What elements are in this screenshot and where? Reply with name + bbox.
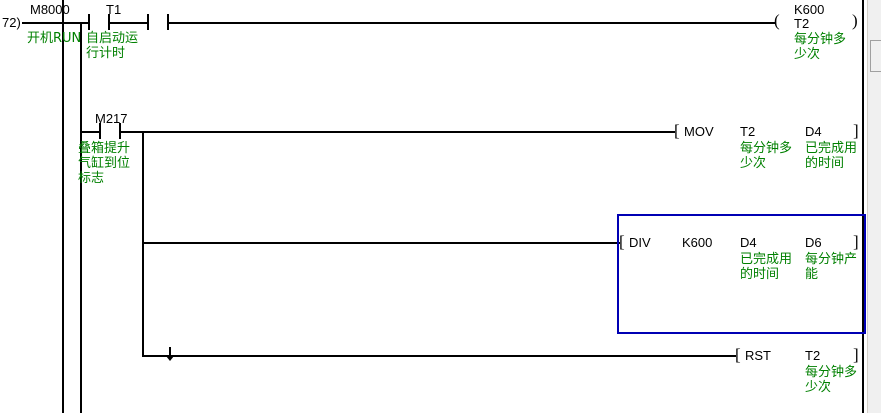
rung1-wire-seg-a [62, 22, 88, 24]
device-label-m8000: M8000 [30, 2, 70, 17]
step-number-label: 72) [2, 15, 21, 30]
device-label-t2-coil: T2 [794, 16, 810, 31]
comment-m217: 叠箱提升 气缸到位 标志 [78, 141, 131, 186]
coil-paren-close: ) [852, 11, 858, 30]
comment-t2-coil: 每分钟多 少次 [794, 32, 847, 62]
comment-mov-source: 每分钟多 少次 [740, 141, 793, 171]
contact-t1[interactable] [147, 14, 169, 30]
arrow-stem [169, 347, 171, 358]
contact-bar-right [167, 14, 169, 30]
comment-mov-dest: 已完成用 的时间 [805, 141, 858, 171]
comment-div-result: 每分钟产 能 [805, 252, 858, 282]
operand-div-divisor[interactable]: D4 [740, 235, 757, 250]
rung2-wire-mov [121, 131, 675, 133]
rung2-left-vertical-bus [80, 22, 82, 413]
contact-bar-left [147, 14, 149, 30]
div-bracket-open: [ [619, 232, 625, 251]
rung1-wire-left [22, 22, 62, 24]
comment-div-divisor: 已完成用 的时间 [740, 252, 793, 282]
insert-cursor-arrow [165, 347, 175, 361]
preset-label-k600: K600 [794, 2, 825, 17]
rst-bracket-open: [ [735, 345, 741, 364]
contact-bar-right [108, 14, 110, 30]
operand-div-result[interactable]: D6 [805, 235, 822, 250]
comment-t1: 自启动运 行计时 [86, 31, 139, 61]
device-label-t1: T1 [106, 2, 122, 17]
operand-mov-dest[interactable]: D4 [805, 124, 822, 139]
operand-div-dividend[interactable]: K600 [682, 235, 713, 250]
rung2-wire-left [80, 131, 99, 133]
comment-m8000: 开机RUN [27, 31, 82, 46]
left-power-rail [62, 0, 64, 413]
mov-bracket-close: ] [853, 121, 859, 140]
right-power-rail [862, 0, 864, 413]
device-label-m217: M217 [95, 111, 128, 126]
selection-rectangle-div[interactable] [617, 214, 866, 334]
arrow-head [166, 356, 174, 361]
vertical-scrollbar-thumb[interactable] [870, 40, 881, 72]
coil-t2[interactable]: ( ) [774, 11, 862, 33]
operand-mov-source[interactable]: T2 [740, 124, 756, 139]
instruction-rst[interactable]: RST [745, 348, 771, 363]
rung2-wire-div [142, 242, 620, 244]
mov-bracket-open: [ [674, 121, 680, 140]
vertical-scrollbar-track[interactable] [867, 0, 881, 413]
rung1-wire-seg-c [168, 22, 775, 24]
rung2-wire-rst [142, 355, 736, 357]
contact-bar-right [119, 123, 121, 139]
contact-m217[interactable] [99, 123, 121, 139]
div-bracket-close: ] [853, 232, 859, 251]
comment-rst-device: 每分钟多 少次 [805, 365, 858, 395]
contact-m8000[interactable] [88, 14, 110, 30]
operand-rst-device[interactable]: T2 [805, 348, 821, 363]
coil-paren-open: ( [774, 11, 780, 30]
rst-bracket-close: ] [853, 345, 859, 364]
instruction-div[interactable]: DIV [629, 235, 651, 250]
contact-bar-left [99, 123, 101, 139]
instruction-mov[interactable]: MOV [684, 124, 714, 139]
contact-bar-left [88, 14, 90, 30]
rung1-wire-seg-b [110, 22, 147, 24]
